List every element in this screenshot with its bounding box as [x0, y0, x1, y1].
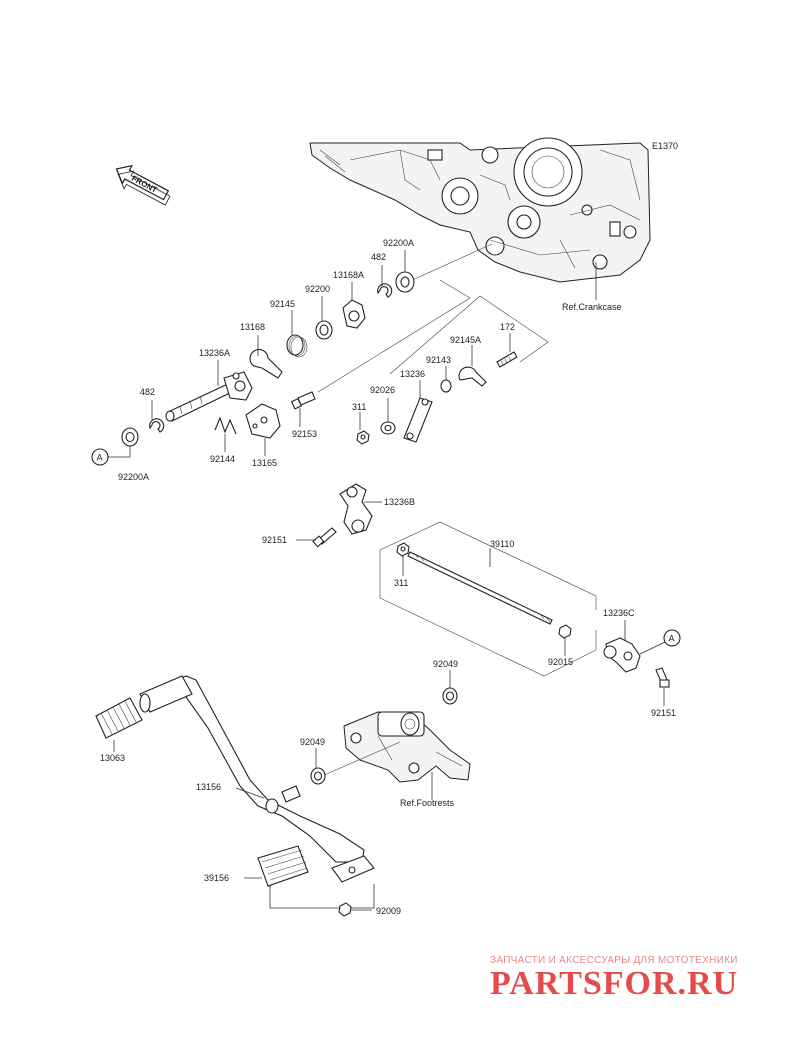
label-172: 172: [500, 322, 515, 332]
part-172: [496, 351, 518, 368]
part-92151-right: [655, 667, 670, 688]
guide-line-shaft: [407, 243, 493, 283]
bracket-39110: [379, 550, 597, 677]
part-92145A: [458, 366, 487, 387]
connector-label-left: A: [97, 453, 103, 463]
part-13236A-shift-shaft: [165, 371, 253, 422]
watermark-tagline: ЗАПЧАСТИ И АКСЕССУАРЫ ДЛЯ МОТОТЕХНИКИ: [490, 955, 738, 966]
label-92151-left: 92151: [262, 535, 287, 545]
label-92151-right: 92151: [651, 708, 676, 718]
part-92009: [338, 902, 352, 917]
label-92015: 92015: [548, 657, 573, 667]
label-39156: 39156: [204, 873, 229, 883]
part-13156-shift-pedal: [149, 675, 375, 883]
connector-label-right: A: [669, 634, 675, 644]
label-482-top: 482: [371, 252, 386, 262]
part-13236B: [339, 483, 373, 535]
footrest-bracket-illustration: [343, 711, 471, 783]
diagram-code: E1370: [652, 141, 678, 151]
label-92143: 92143: [426, 355, 451, 365]
label-13236A: 13236A: [199, 348, 230, 358]
part-39110-shift-rod: [407, 551, 553, 625]
part-311-mid: [396, 542, 410, 557]
label-92026: 92026: [370, 385, 395, 395]
part-92200A-top: [395, 271, 415, 293]
part-311-top: [356, 430, 370, 445]
label-92009: 92009: [376, 906, 401, 916]
part-39156-brake-pad: [257, 845, 309, 887]
label-92144: 92144: [210, 454, 235, 464]
label-92200: 92200: [305, 284, 330, 294]
connector-marker-a-right: [663, 629, 681, 647]
part-13165: [245, 403, 281, 439]
label-92049-mid: 92049: [300, 737, 325, 747]
guide-line-pin: [389, 295, 549, 375]
ref-footrests-label: Ref.Footrests: [400, 798, 455, 808]
part-13168: [249, 349, 283, 379]
part-482-top: [377, 283, 393, 298]
label-311-mid: 311: [394, 578, 408, 588]
watermark-brand: PARTSFOR.RU: [490, 965, 738, 1002]
connector-marker-a-left: [91, 448, 109, 466]
part-92200: [315, 320, 333, 340]
label-92145A: 92145A: [450, 335, 481, 345]
crankcase-illustration: [309, 137, 651, 283]
label-13168A: 13168A: [333, 270, 364, 280]
part-92151-left: [312, 527, 337, 548]
part-92153: [290, 391, 316, 410]
label-482-left: 482: [140, 387, 155, 397]
label-92200A-top: 92200A: [383, 238, 414, 248]
guide-line-shaft2: [317, 279, 471, 393]
part-13168A: [342, 299, 366, 329]
label-13063: 13063: [100, 753, 125, 763]
part-13063-pedal-rubber: [95, 675, 193, 739]
label-13168: 13168: [240, 322, 265, 332]
label-92049-top: 92049: [433, 659, 458, 669]
label-92200A-left: 92200A: [118, 472, 149, 482]
label-13236B: 13236B: [384, 497, 415, 507]
label-92153: 92153: [292, 429, 317, 439]
part-92049-mid: [310, 767, 326, 785]
part-92026: [380, 421, 396, 435]
part-13236-link: [403, 397, 433, 443]
part-92143: [440, 379, 452, 393]
label-39110: 39110: [490, 539, 514, 549]
label-13236: 13236: [400, 369, 425, 379]
part-92144: [214, 416, 237, 435]
label-13165: 13165: [252, 458, 277, 468]
part-92145: [286, 334, 308, 358]
part-92200A-left: [121, 427, 139, 447]
part-13236C: [603, 637, 641, 673]
label-13156: 13156: [196, 782, 221, 792]
label-311-top: 311: [352, 402, 366, 412]
part-92015: [558, 624, 572, 639]
label-92145: 92145: [270, 299, 295, 309]
part-92049-top: [442, 687, 458, 705]
guide-line-pedal: [321, 741, 401, 777]
label-13236C: 13236C: [603, 608, 635, 618]
part-482-left: [149, 418, 165, 433]
ref-crankcase-label: Ref.Crankcase: [562, 302, 622, 312]
front-arrow-icon: FRONT: [115, 164, 171, 206]
